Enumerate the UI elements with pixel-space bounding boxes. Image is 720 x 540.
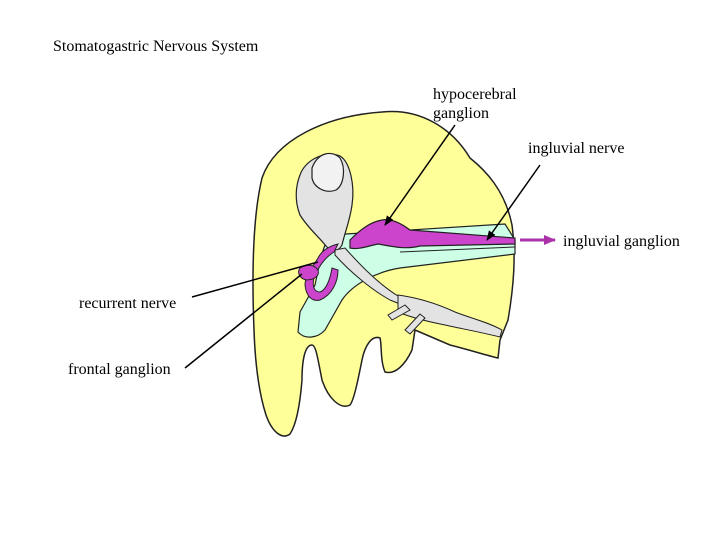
label-recurrent-nerve: recurrent nerve <box>79 295 177 312</box>
posterior-nerve-fork <box>387 304 411 321</box>
frontal-ganglion <box>298 264 319 281</box>
label-hypocerebral-ganglion-line1: hypocerebral <box>433 86 517 103</box>
pointer-ingluvial-nerve <box>486 164 541 241</box>
label-ingluvial-nerve: ingluvial nerve <box>528 140 625 157</box>
posterior-nerve-branch <box>397 294 503 338</box>
diagram-title: Stomatogastric Nervous System <box>53 38 259 55</box>
optic-lobe <box>311 152 345 192</box>
pointer-frontal-ganglion <box>184 273 303 369</box>
label-ingluvial-ganglion: ingluvial ganglion <box>563 233 680 250</box>
hypocerebral-ganglion <box>349 219 516 250</box>
label-hypocerebral-ganglion-line2: ganglion <box>433 105 489 122</box>
label-frontal-ganglion: frontal ganglion <box>68 361 171 378</box>
posterior-nerve-fork-2 <box>404 313 426 335</box>
pointer-recurrent-nerve <box>191 261 319 298</box>
foregut-lumen-line <box>399 246 516 253</box>
label-hypocerebral-ganglion: hypocerebral ganglion <box>433 85 517 123</box>
pointer-hypocerebral-ganglion <box>384 124 456 226</box>
head-capsule <box>252 110 515 437</box>
